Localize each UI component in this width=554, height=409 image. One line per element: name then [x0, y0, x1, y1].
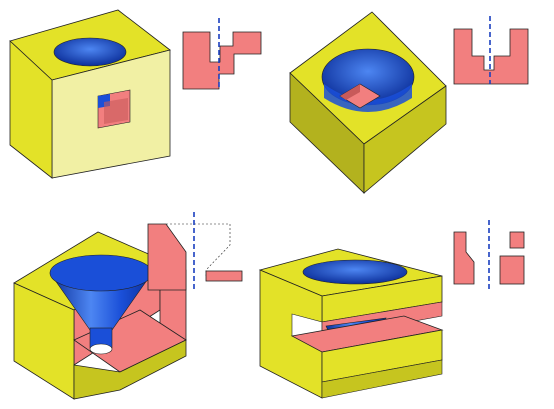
section-shape-4c: [499, 255, 525, 285]
lower-arm-base: [321, 359, 443, 399]
panel-cone-funnel: [13, 212, 243, 400]
cframe-top-bore: [302, 259, 408, 285]
section-profile-3: [147, 212, 243, 292]
panel-through-hole: [9, 9, 262, 179]
cube-left-face: [9, 40, 53, 179]
panel-blind-bore: [289, 11, 529, 194]
sectioned-part-3: [13, 231, 187, 400]
section-shape-4a: [453, 231, 475, 285]
section-shape-4b: [509, 231, 525, 249]
panel-c-frame: [258, 220, 525, 399]
section-shape-3: [147, 223, 187, 291]
base-front-3: [73, 339, 187, 400]
section-shape-1: [182, 31, 262, 90]
cube-part-1: [9, 9, 171, 179]
section-profile-2: [453, 16, 529, 85]
section-bar-3: [205, 270, 243, 282]
section-profile-1: [182, 18, 262, 90]
c-frame-part: [258, 248, 444, 399]
shaft-exit-hole: [89, 343, 113, 355]
section-shape-2: [453, 28, 529, 85]
bore-inner-wall: [324, 84, 412, 112]
top-bore-hole: [53, 37, 127, 67]
section-profile-4: [453, 220, 525, 290]
cube-part-2: [289, 11, 447, 194]
cube2-right-face: [363, 85, 447, 194]
cone-top-opening: [49, 254, 153, 292]
square-pocket-shadow: [340, 84, 360, 100]
square-window-inner-shadow: [104, 98, 128, 124]
